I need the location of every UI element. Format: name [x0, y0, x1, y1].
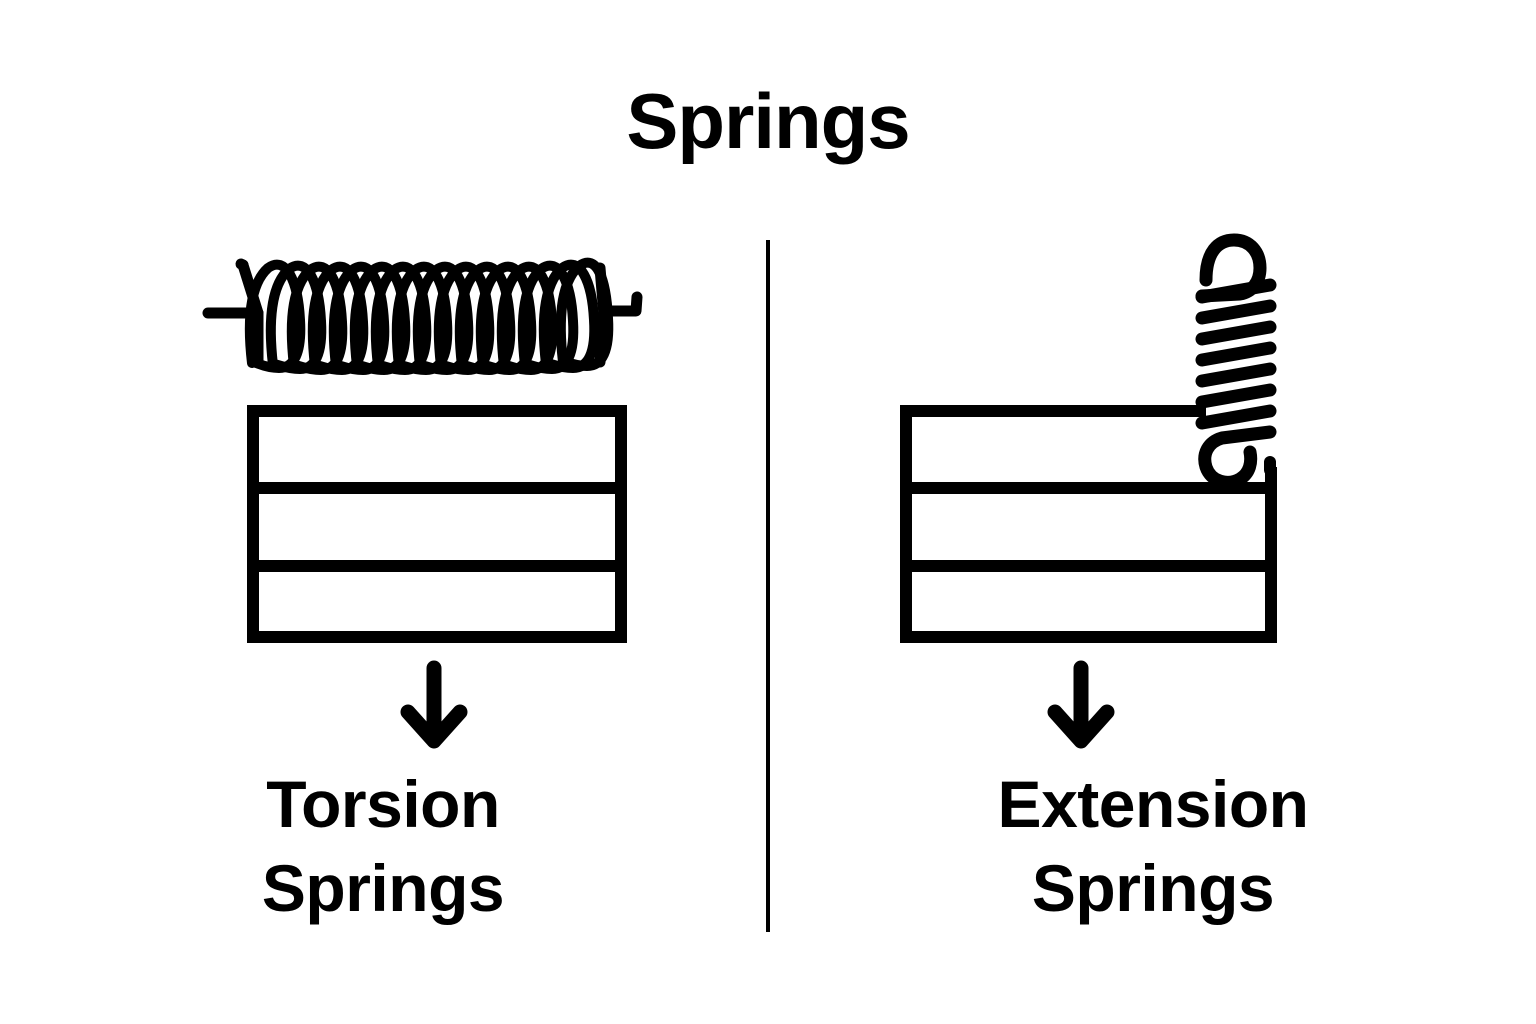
- garage-door-icon: [770, 0, 1536, 1024]
- caption-torsion-line1: Torsion: [266, 767, 500, 841]
- arrow-down-svg: [1047, 660, 1115, 749]
- panel-torsion: Torsion Springs: [0, 0, 766, 1024]
- panel-extension: Extension Springs: [770, 0, 1536, 1024]
- caption-torsion: Torsion Springs: [0, 762, 766, 931]
- vertical-divider: [766, 240, 770, 932]
- garage-door-svg: [900, 405, 1277, 643]
- torsion-spring-svg: [202, 257, 643, 375]
- caption-torsion-line2: Springs: [261, 851, 505, 926]
- garage-door-svg: [247, 405, 627, 643]
- torsion-spring-icon: [0, 0, 766, 1024]
- page-title: Springs: [626, 77, 910, 165]
- caption-extension: Extension Springs: [770, 762, 1536, 931]
- extension-spring-icon: [770, 0, 1536, 1024]
- garage-door-icon: [0, 0, 766, 1024]
- door-outline: [247, 405, 627, 643]
- extension-spring-svg: [1195, 233, 1277, 489]
- arrow-down-icon: [0, 0, 766, 1024]
- caption-extension-line2: Springs: [1031, 851, 1275, 926]
- arrow-down-svg: [400, 660, 468, 749]
- caption-extension-line1: Extension: [997, 767, 1309, 841]
- arrow-down-icon: [770, 0, 1536, 1024]
